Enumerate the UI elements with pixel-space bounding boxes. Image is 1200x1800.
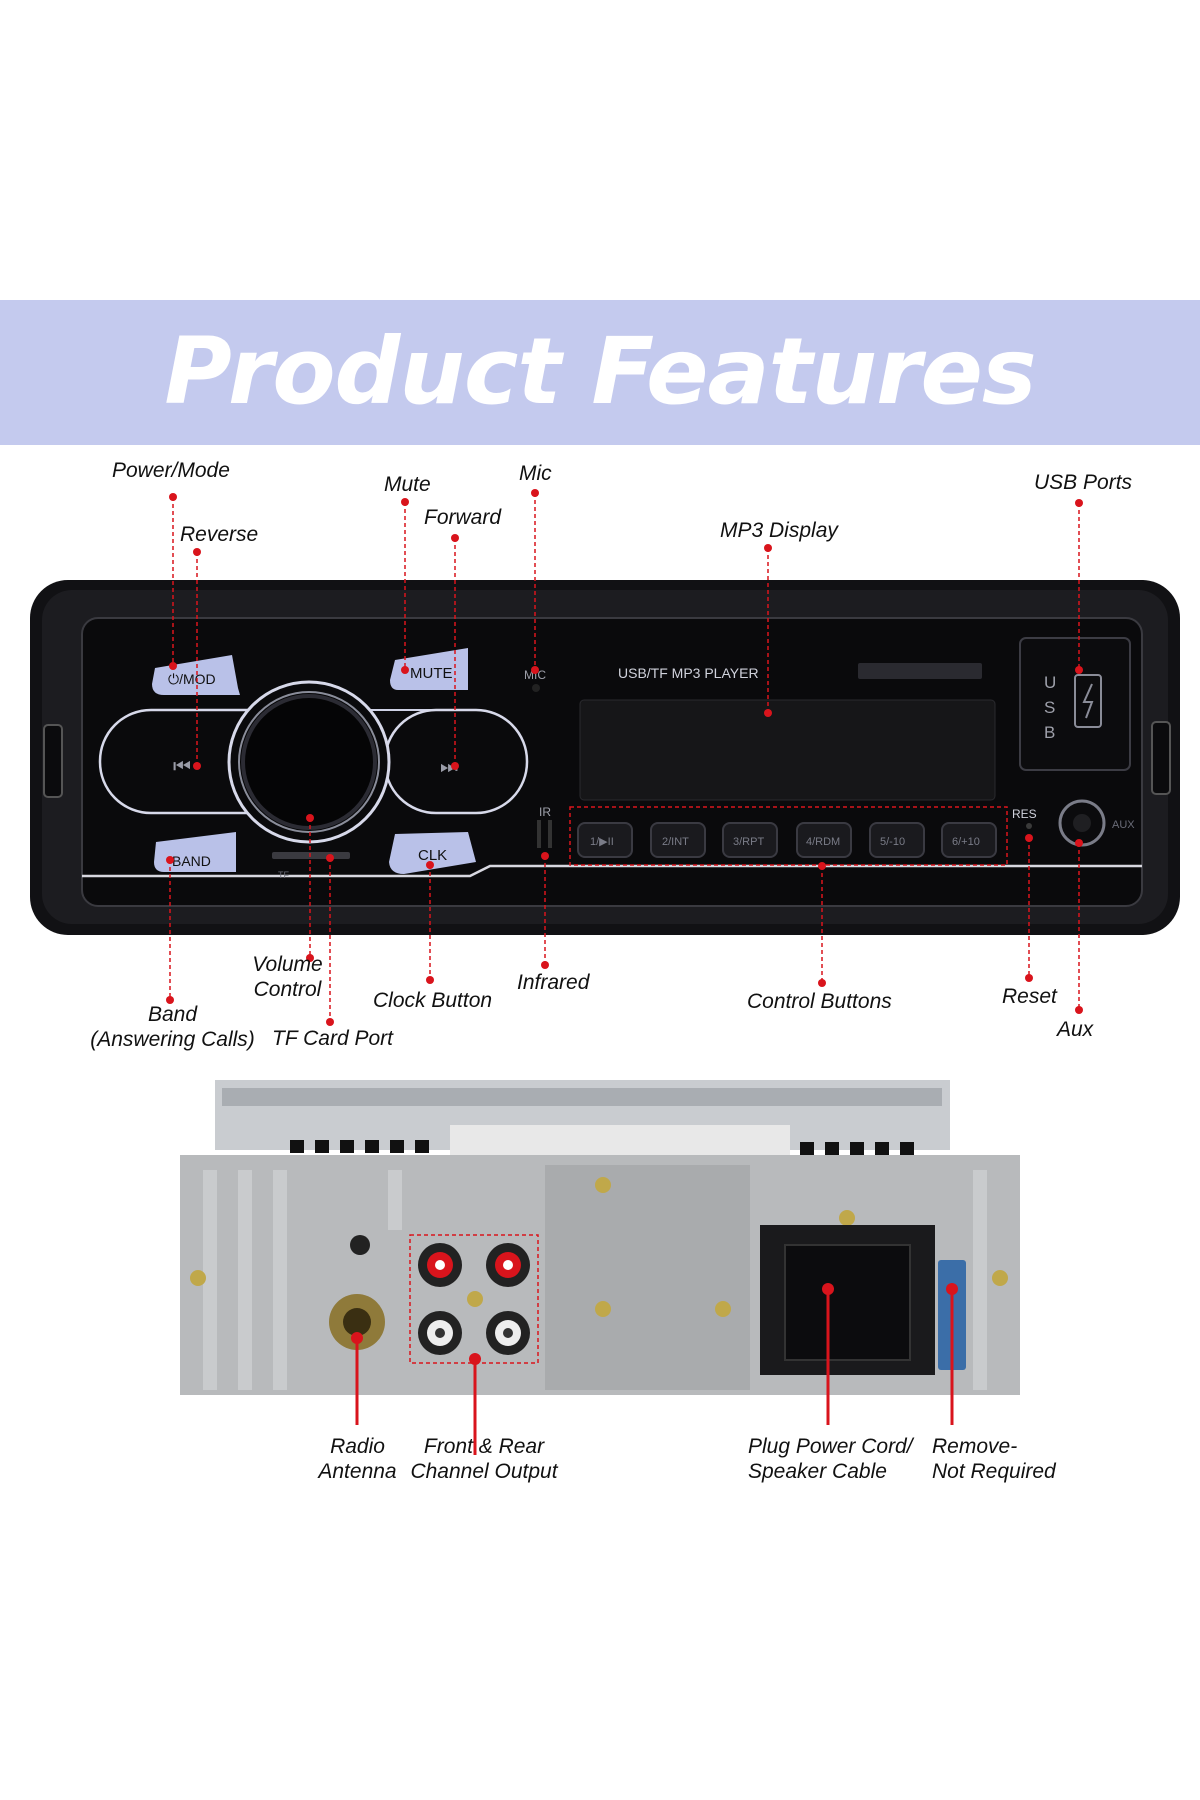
callout-dots <box>166 489 1083 1365</box>
label-control-buttons: Control Buttons <box>747 990 892 1013</box>
label-band-1: Band <box>147 1003 198 1026</box>
label-power-mode: Power/Mode <box>112 459 230 482</box>
rear-callout-lines <box>355 1289 954 1455</box>
banner-title: Product Features <box>164 318 1036 425</box>
label-power-cord-2: Speaker Cable <box>748 1460 887 1483</box>
band-button-label: BAND <box>172 853 211 869</box>
label-reset: Reset <box>1002 985 1057 1008</box>
label-band-2: (Answering Calls) <box>90 1028 255 1051</box>
usb-label-b: B <box>1044 723 1055 742</box>
preset-5-label: 5/-10 <box>880 836 905 848</box>
label-clock-button: Clock Button <box>373 989 493 1012</box>
rear-chassis <box>180 1080 1020 1395</box>
label-mp3-display: MP3 Display <box>720 519 838 542</box>
label-remove-1: Remove- <box>932 1435 1018 1458</box>
label-volume-control-2: Control <box>253 978 322 1001</box>
label-radio-antenna-2: Antenna <box>318 1460 397 1483</box>
label-volume-control-1: Volume <box>252 953 323 976</box>
label-forward: Forward <box>424 506 502 529</box>
label-remove-2: Not Required <box>932 1460 1056 1483</box>
usb-label-s: S <box>1044 698 1055 717</box>
clk-button-label: CLK <box>418 847 447 864</box>
label-channel-output-1: Front & Rear <box>423 1435 545 1458</box>
label-aux: Aux <box>1057 1018 1094 1041</box>
aux-jack-label: AUX <box>1112 819 1135 831</box>
label-mic: Mic <box>519 462 552 485</box>
label-mute: Mute <box>384 473 431 496</box>
tf-label: TF <box>278 870 289 880</box>
mute-button-label: MUTE <box>410 665 453 682</box>
front-panel: ⏮ ⏭ <box>30 580 1180 935</box>
previous-icon: ⏮ <box>173 754 191 778</box>
preset-3-label: 3/RPT <box>733 836 764 848</box>
preset-6-label: 6/+10 <box>952 836 980 848</box>
label-tf-card-port: TF Card Port <box>272 1027 393 1050</box>
label-infrared: Infrared <box>517 971 590 994</box>
callout-lines <box>169 493 1080 1022</box>
mic-label: MIC <box>524 668 546 682</box>
usb-label-u: U <box>1044 673 1056 692</box>
label-reverse: Reverse <box>180 523 259 546</box>
device-text: ⏻/MOD MUTE BAND CLK MIC USB/TF MP3 PLAYE… <box>168 665 1135 880</box>
title-banner <box>0 300 1200 445</box>
label-usb-ports: USB Ports <box>1034 471 1133 494</box>
ir-label: IR <box>539 805 551 819</box>
preset-2-label: 2/INT <box>662 836 689 848</box>
next-icon: ⏭ <box>440 754 458 778</box>
label-power-cord-1: Plug Power Cord/ <box>748 1435 913 1458</box>
preset-1-label: 1/▶II <box>590 836 614 848</box>
player-title: USB/TF MP3 PLAYER <box>618 665 759 681</box>
label-radio-antenna-1: Radio <box>330 1435 385 1458</box>
preset-4-label: 4/RDM <box>806 836 840 848</box>
res-label: RES <box>1012 807 1037 821</box>
label-channel-output-2: Channel Output <box>410 1460 558 1483</box>
mod-button-label: ⏻/MOD <box>168 671 216 687</box>
